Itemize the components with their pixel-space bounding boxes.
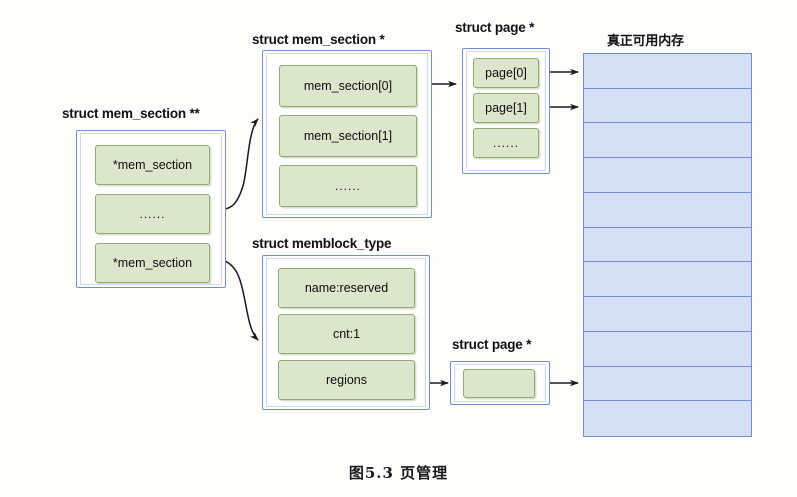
cell-page-more[interactable]: ......	[473, 128, 539, 158]
memory-row[interactable]	[584, 228, 751, 263]
cell-mem-section-1[interactable]: mem_section[1]	[279, 115, 417, 157]
title-usable-memory: 真正可用内存	[607, 34, 684, 49]
group-struct-mem-section-pp: *mem_section ...... *mem_section	[76, 130, 226, 288]
memory-row[interactable]	[584, 123, 751, 159]
title-struct-mem-section-pp: struct mem_section **	[62, 106, 200, 121]
cell-label: ......	[334, 179, 361, 193]
cell-mem-section-more[interactable]: ......	[279, 165, 417, 207]
cell-label: ......	[139, 207, 166, 221]
cell-page-1[interactable]: page[1]	[473, 93, 539, 123]
cell-mem-section-ptr-0[interactable]: *mem_section	[95, 145, 210, 185]
cell-label: mem_section[0]	[303, 79, 393, 93]
memory-row[interactable]	[584, 89, 751, 124]
cell-memblock-cnt[interactable]: cnt:1	[278, 314, 415, 354]
cell-label: page[0]	[485, 66, 527, 80]
cell-label: cnt:1	[332, 327, 361, 341]
memory-row[interactable]	[584, 54, 751, 89]
cell-label: name:reserved	[304, 281, 389, 295]
cell-page-region[interactable]	[463, 369, 535, 398]
cell-mem-section-0[interactable]: mem_section[0]	[279, 65, 417, 107]
memory-row[interactable]	[584, 193, 751, 228]
memory-row[interactable]	[584, 401, 751, 436]
group-struct-page-p-bottom	[450, 361, 550, 405]
cell-mem-section-ellipsis[interactable]: ......	[95, 194, 210, 234]
cell-mem-section-ptr-1[interactable]: *mem_section	[95, 243, 210, 283]
cell-memblock-name[interactable]: name:reserved	[278, 268, 415, 308]
memory-row[interactable]	[584, 297, 751, 332]
cell-label: *mem_section	[112, 158, 193, 172]
memory-row[interactable]	[584, 262, 751, 298]
title-struct-mem-section-p: struct mem_section *	[252, 32, 385, 47]
group-struct-page-p-top: page[0] page[1] ......	[462, 48, 550, 174]
cell-memblock-regions[interactable]: regions	[278, 360, 415, 400]
memory-row[interactable]	[584, 158, 751, 193]
cell-label: ......	[492, 136, 519, 150]
cell-page-0[interactable]: page[0]	[473, 58, 539, 88]
title-struct-page-p-bottom: struct page *	[452, 337, 532, 352]
figure-caption: 图5.3 页管理	[348, 464, 449, 482]
cell-label: page[1]	[485, 101, 527, 115]
group-struct-memblock-type: name:reserved cnt:1 regions	[262, 255, 430, 410]
title-struct-page-p-top: struct page *	[455, 20, 535, 35]
group-struct-mem-section-p: mem_section[0] mem_section[1] ......	[262, 50, 432, 218]
title-struct-memblock-type: struct memblock_type	[252, 236, 392, 251]
usable-memory-column[interactable]	[583, 53, 752, 437]
cell-label: regions	[326, 373, 367, 387]
memory-row[interactable]	[584, 367, 751, 402]
memory-row[interactable]	[584, 332, 751, 367]
cell-label: mem_section[1]	[303, 129, 393, 143]
cell-label: *mem_section	[112, 256, 193, 270]
